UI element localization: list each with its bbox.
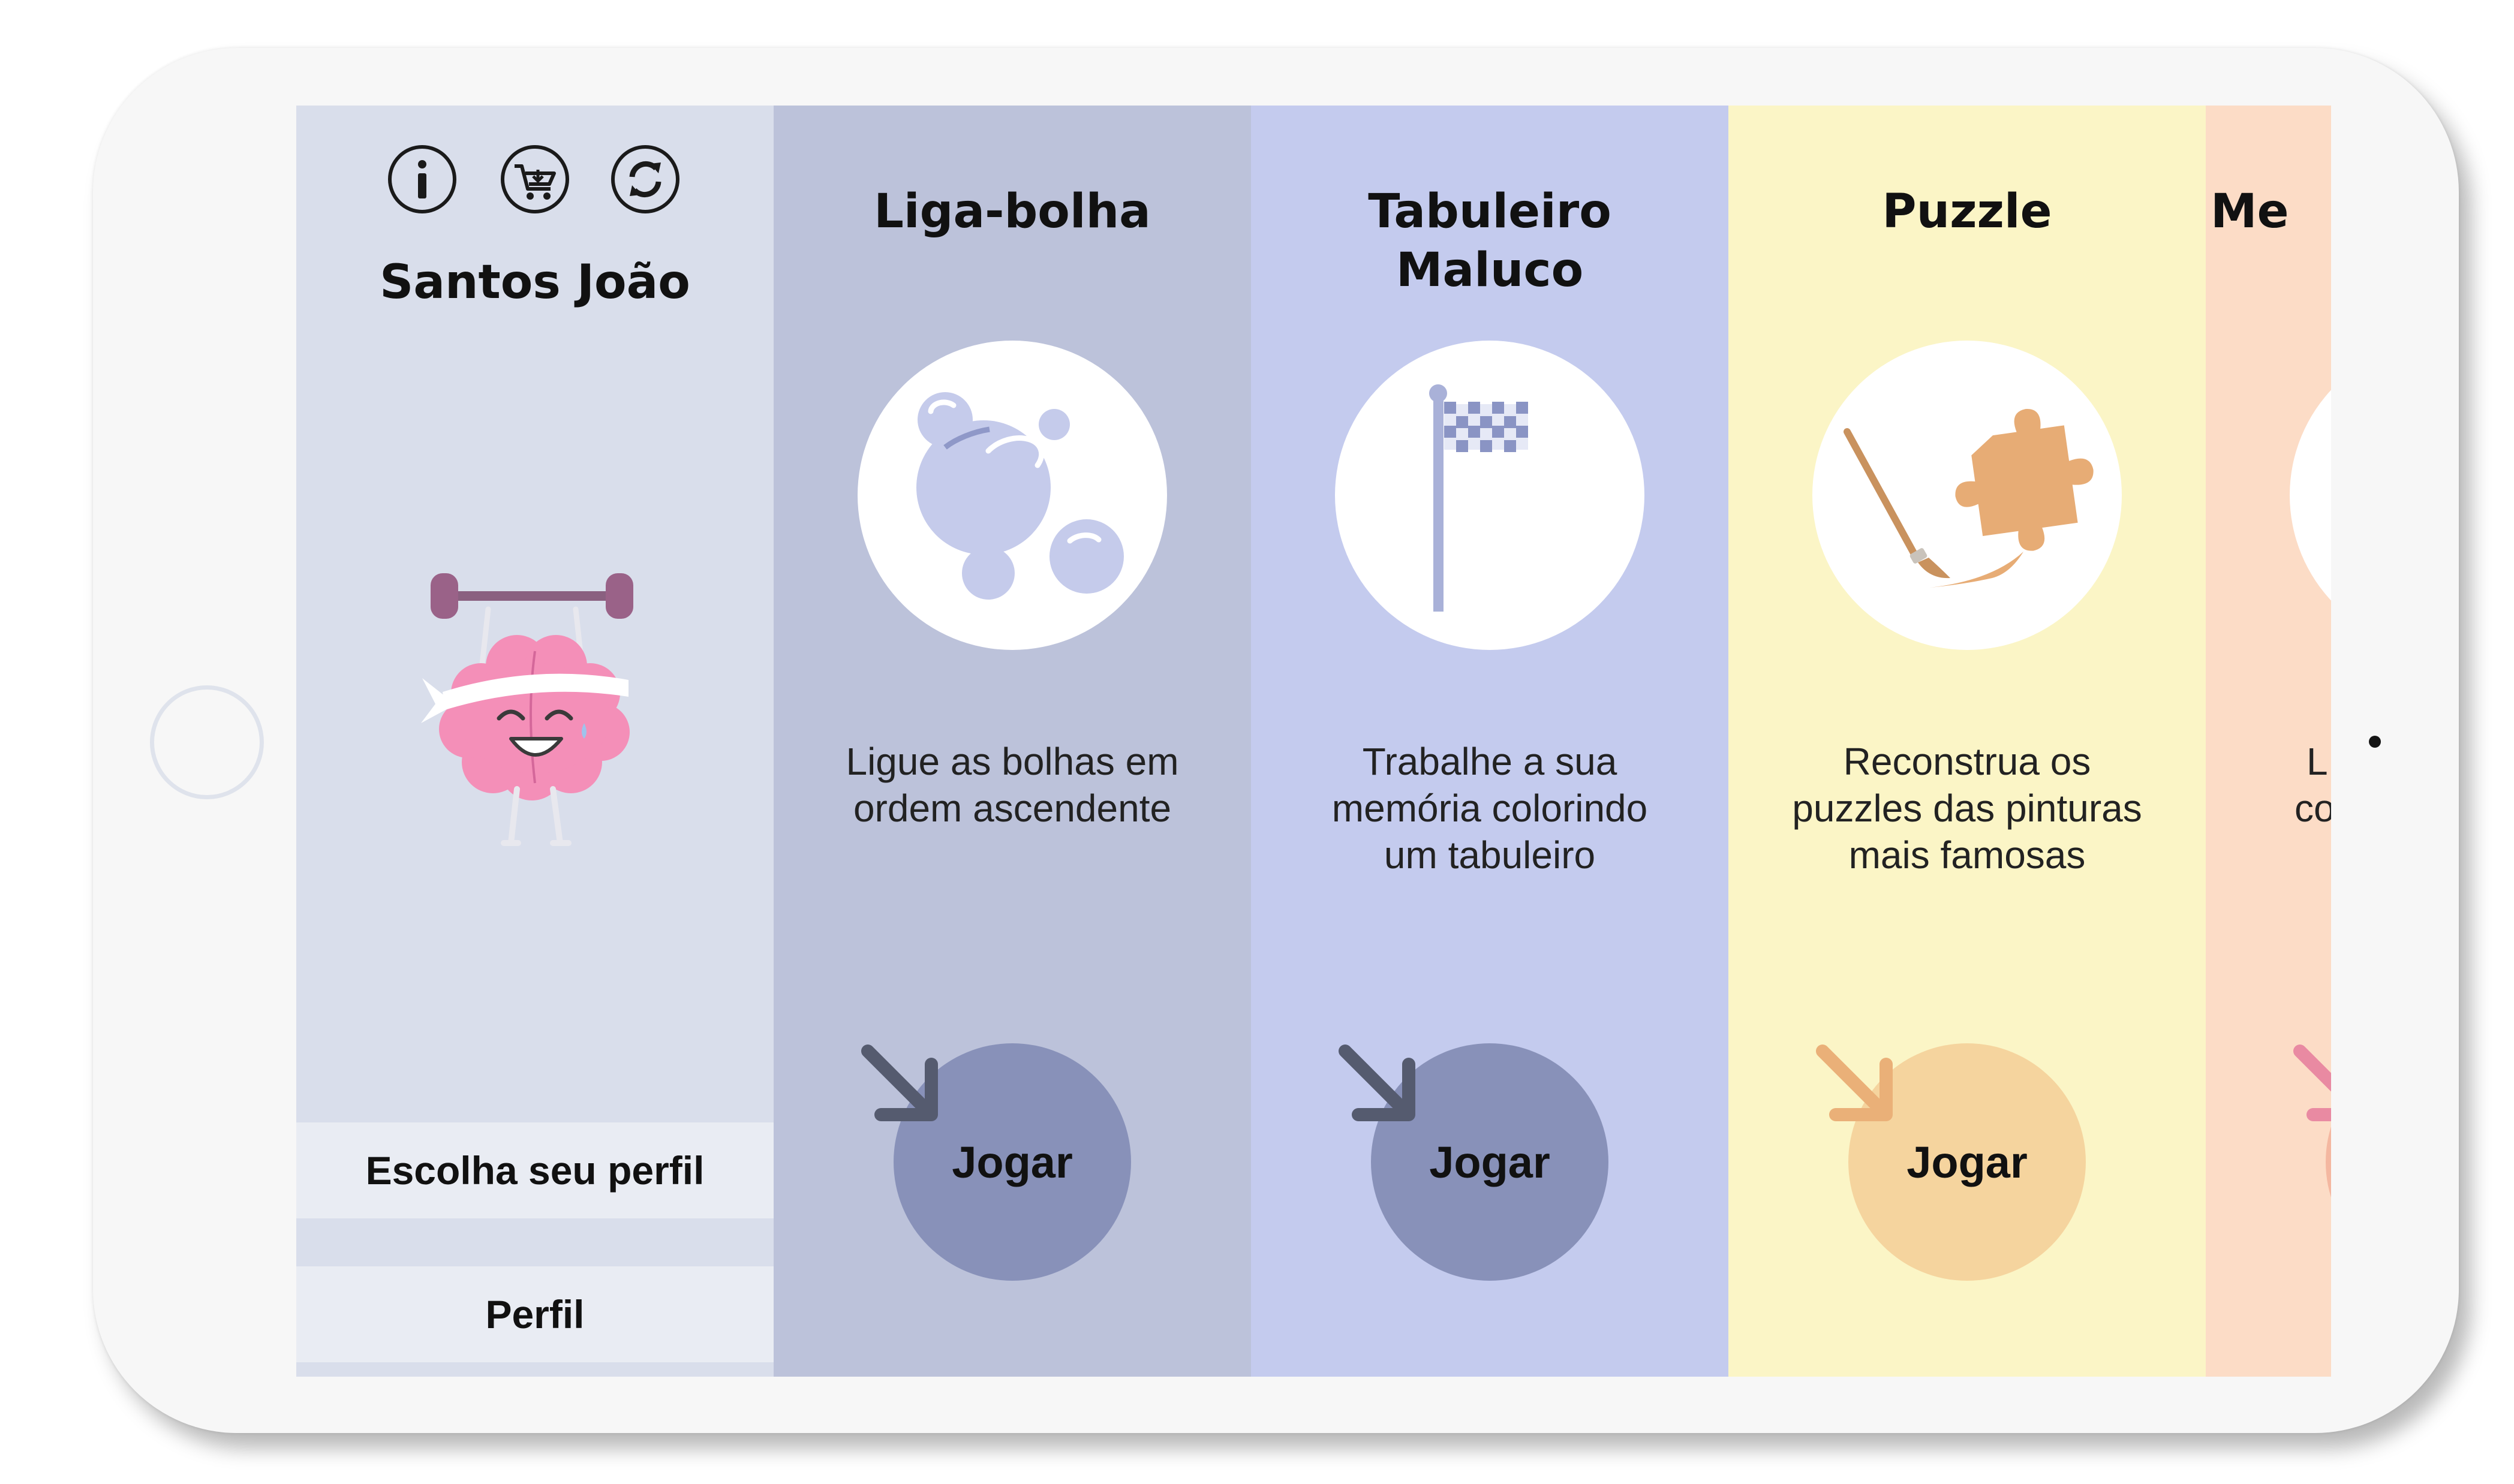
game-icon-circle [1812,341,2122,650]
game-description-line: mais famosas [1848,833,2086,877]
game-description: Reconstrua os puzzles das pinturas mais … [1752,738,2182,878]
game-title: Tabuleiro Maluco [1251,182,1728,300]
home-button[interactable] [150,685,264,799]
flag-square [1444,426,1456,438]
flag-square [1516,438,1528,450]
arrow-down-right-icon [1339,1044,1415,1121]
game-description-line: puzzles das pinturas [1792,787,2142,830]
flag-square [1468,402,1480,414]
game-title: Puzzle [1728,182,2206,241]
brain-mascot-icon [421,573,633,846]
flag-square [1516,426,1528,438]
game-title: Me [2211,182,2289,241]
game-title-line: Me [2211,185,2289,239]
game-description-line: ordem ascendente [853,787,1172,830]
flag-square [1504,416,1516,428]
game-description-line: Trabalhe a sua [1362,740,1617,783]
flag-square [1480,440,1492,452]
checkered-flag-icon [1429,384,1528,612]
flag-square [1480,428,1492,440]
game-panel-partial: Me L co [2206,106,2331,1377]
game-description-line: L [2306,740,2328,783]
flag-square [1480,416,1492,428]
flag-square [1444,438,1456,450]
game-description: L co [2295,738,2331,832]
profile-name: Santos João [380,255,690,309]
game-title: Liga-bolha [774,182,1251,241]
flag-square [1456,416,1468,428]
game-title-line: Tabuleiro [1368,185,1611,239]
flag-square [1492,414,1504,426]
flag-square [1444,414,1456,426]
arrow-down-right-icon [1816,1044,1893,1121]
flag-square [1456,428,1468,440]
flag-square [1492,426,1504,438]
bubbles-icon [916,392,1124,600]
flag-square [1456,440,1468,452]
camera [2369,736,2381,748]
game-description-line: co [2295,787,2331,830]
info-icon[interactable] [386,143,458,215]
game-panel-tabuleiro-maluco: Tabuleiro Maluco Trabalhe a sua memória … [1251,106,1728,1377]
flag-square [1468,426,1480,438]
app-screen: Santos João [296,106,2331,1377]
refresh-icon[interactable] [609,143,681,215]
flag-square [1492,438,1504,450]
play-button[interactable]: Jogar [1371,1043,1608,1281]
choose-profile-button[interactable]: Escolha seu perfil [296,1122,774,1218]
game-description-line: Reconstrua os [1843,740,2091,783]
flag-square [1468,438,1480,450]
arrow-down-right-icon [861,1044,938,1121]
flag-square [1468,414,1480,426]
flag-square [1480,404,1492,416]
flag-square [1516,402,1528,414]
flag-square [1504,440,1516,452]
flag-square [1444,402,1456,414]
flag-square [1492,402,1504,414]
game-panel-puzzle: Puzzle Reconstrua os puzzles das pintura… [1728,106,2206,1377]
flag-square [1456,404,1468,416]
game-description: Ligue as bolhas em ordem ascendente [798,738,1227,832]
cart-icon[interactable] [499,143,571,215]
game-description-line: memória colorindo [1331,787,1648,830]
flag-square [1516,414,1528,426]
flag-square [1504,404,1516,416]
game-description-line: um tabuleiro [1384,833,1596,877]
game-icon-circle [1335,341,1644,650]
game-title-line: Liga-bolha [874,185,1151,239]
profile-button[interactable]: Perfil [296,1266,774,1362]
game-title-line: Puzzle [1882,185,2052,239]
game-title-line: Maluco [1396,243,1584,297]
puzzle-brush-icon [1844,409,2094,588]
play-button[interactable] [2326,1043,2331,1281]
profile-sidebar: Santos João [296,106,774,1377]
flag-checker-squares [1444,402,1528,452]
game-panel-liga-bolha: Liga-bolha Ligue as bolhas [774,106,1251,1377]
game-icon-circle [2290,341,2331,650]
flag-square [1504,428,1516,440]
game-icon-circle [858,341,1167,650]
arrow-down-right-icon [2293,1044,2331,1121]
game-description: Trabalhe a sua memória colorindo um tabu… [1275,738,1704,878]
game-description-line: Ligue as bolhas em [846,740,1179,783]
